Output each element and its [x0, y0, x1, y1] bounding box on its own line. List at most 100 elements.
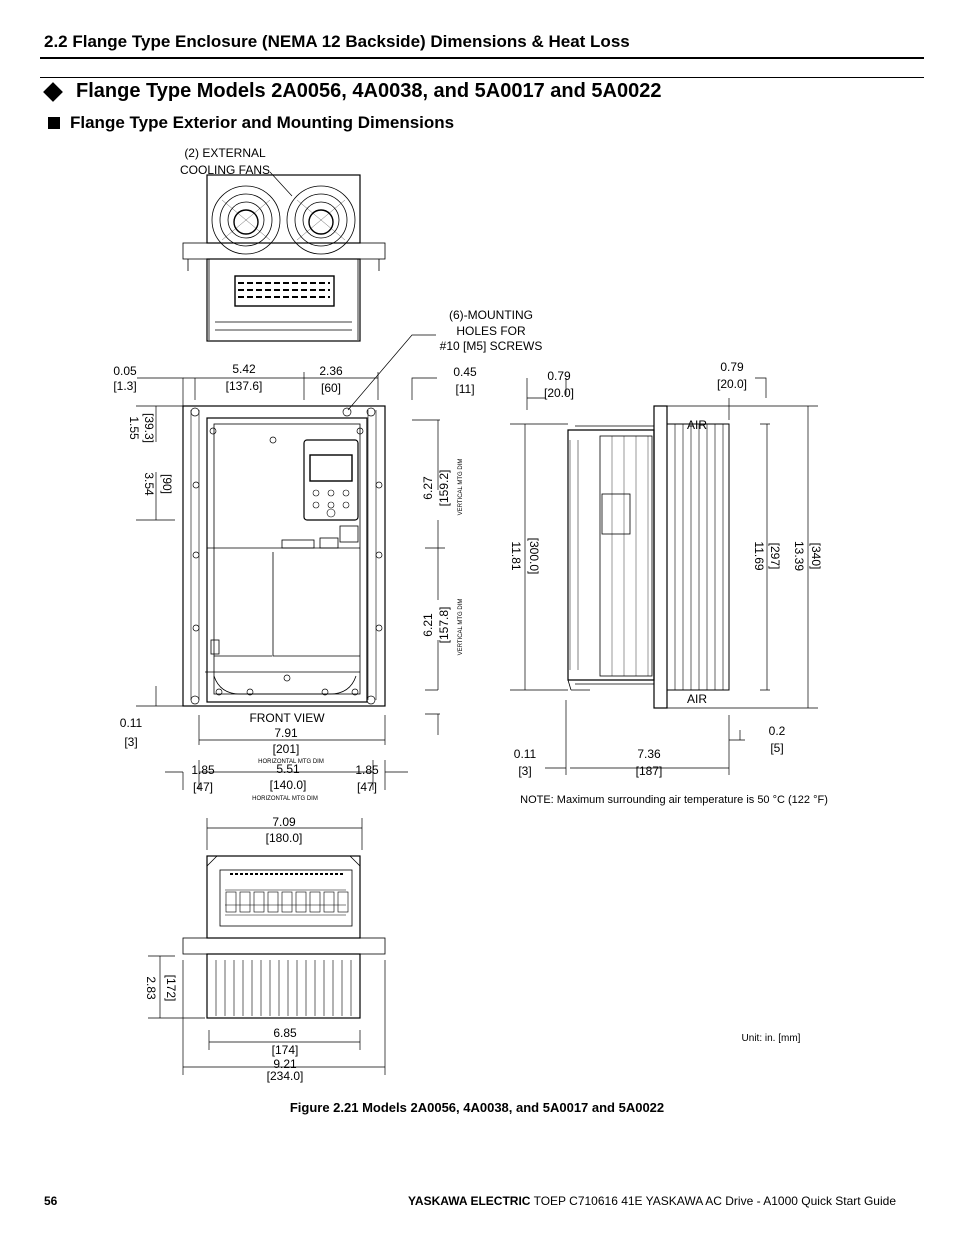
horiz-mtg-label-1: HORIZONTAL MTG DIM: [258, 759, 324, 765]
dim-0-11-mm: [3]: [124, 735, 137, 749]
dim-7-91-mm: [201]: [273, 742, 300, 756]
dim-5-42: 5.42: [232, 362, 256, 376]
fans-label-2: COOLING FANS: [180, 163, 270, 177]
page-number: 56: [44, 1194, 58, 1208]
header-rule: [40, 57, 924, 59]
keypad: [303, 439, 359, 521]
dim-7-36: 7.36: [637, 747, 661, 761]
dim-9-21-mm: [234.0]: [267, 1069, 304, 1083]
dim-0-05-mm: [1.3]: [113, 379, 136, 393]
holes-label-3: #10 [M5] SCREWS: [440, 339, 543, 353]
flange-bottom: [182, 937, 386, 955]
dim-5-51-mm: [140.0]: [270, 778, 307, 792]
section-title: 2.2 Flange Type Enclosure (NEMA 12 Backs…: [44, 32, 630, 51]
dim-2-36: 2.36: [319, 364, 343, 378]
dim-2-36-mm: [60]: [321, 381, 341, 395]
fan-left: [211, 185, 281, 255]
fan-right: [286, 185, 356, 255]
dim-0-79-left: 0.79: [547, 369, 571, 383]
figure-caption: Figure 2.21 Models 2A0056, 4A0038, and 5…: [289, 1100, 665, 1115]
temperature-note: NOTE: Maximum surrounding air temperatur…: [520, 794, 828, 806]
dim-2-83: 2.83: [144, 976, 158, 1000]
side-flange: [653, 405, 668, 709]
bottom-view: [182, 855, 386, 1019]
flange-plate: [182, 405, 386, 707]
dim-11-69-mm: [297]: [768, 543, 782, 570]
front-dimension-lines: [136, 372, 445, 790]
dim-6-21: 6.21: [421, 613, 435, 637]
dim-11-81-mm: [300.0]: [527, 538, 541, 575]
dim-1-85-left-mm: [47]: [193, 780, 213, 794]
dim-0-79-right: 0.79: [720, 360, 744, 374]
dim-5-42-mm: [137.6]: [226, 379, 263, 393]
dim-6-27: 6.27: [421, 476, 435, 500]
dim-0-11-side: 0.11: [514, 747, 537, 761]
vert-mtg-label-2: VERTICAL MTG DIM: [458, 599, 464, 656]
heatsink-bottom: [206, 953, 361, 1019]
vert-mtg-label-1: VERTICAL MTG DIM: [458, 459, 464, 516]
square-bullet-icon: [48, 117, 60, 129]
horiz-mtg-label-2: HORIZONTAL MTG DIM: [252, 796, 318, 802]
dim-1-85-left: 1.85: [191, 763, 215, 777]
front-view-label: FRONT VIEW: [249, 711, 325, 725]
side-body: [567, 429, 655, 681]
holes-label-1: (6)-MOUNTING: [449, 308, 533, 322]
air-bottom-label: AIR: [687, 692, 707, 706]
model-heading-text: Flange Type Models 2A0056, 4A0038, and 5…: [76, 80, 662, 102]
unit-label: Unit: in. [mm]: [742, 1033, 801, 1044]
fan-housing: [206, 174, 361, 244]
dim-0-2-mm: [5]: [770, 741, 783, 755]
side-dimension-lines: [510, 377, 818, 775]
dim-0-79-right-mm: [20.0]: [717, 377, 747, 391]
header-rule-thin: [40, 77, 924, 78]
mounting-screws: [190, 407, 383, 705]
dim-9-21: 9.21: [273, 1057, 297, 1071]
front-view: [182, 334, 436, 707]
drive-body-top: [206, 258, 361, 342]
dim-0-45-mm: [11]: [455, 382, 474, 396]
dim-7-09-mm: [180.0]: [266, 831, 303, 845]
footer-brand: YASKAWA ELECTRIC: [408, 1194, 531, 1208]
keypad-display: [309, 454, 353, 482]
dim-2-83-mm: [172]: [164, 975, 178, 1002]
dim-1-85-right: 1.85: [355, 763, 379, 777]
dim-6-27-mm: [159.2]: [437, 470, 451, 507]
top-view: [182, 171, 386, 342]
dim-0-05: 0.05: [113, 364, 137, 378]
dim-1-85-right-mm: [47]: [357, 780, 377, 794]
footer-doc-title: TOEP C710616 41E YASKAWA AC Drive - A100…: [530, 1194, 896, 1208]
dim-7-91: 7.91: [274, 726, 298, 740]
flange-top: [182, 242, 386, 260]
side-view: [567, 405, 730, 709]
dim-11-81: 11.81: [509, 541, 523, 570]
dim-6-21-mm: [157.8]: [437, 607, 451, 644]
dim-0-2: 0.2: [769, 724, 786, 738]
dim-13-39: 13.39: [792, 541, 806, 571]
dimensions-subheading-text: Flange Type Exterior and Mounting Dimens…: [70, 113, 455, 132]
dim-0-79-left-mm: [20.0]: [544, 386, 574, 400]
dim-0-11-side-mm: [3]: [518, 764, 531, 778]
dim-13-39-mm: [340]: [809, 543, 823, 570]
bottom-dimension-lines: [148, 818, 386, 1075]
dim-11-69: 11.69: [752, 541, 766, 570]
model-heading: Flange Type Models 2A0056, 4A0038, and 5…: [43, 80, 662, 103]
dim-3-54: 3.54: [142, 472, 156, 496]
dim-3-54-mm: [90]: [160, 474, 174, 494]
dim-1-55-mm: [39.3]: [142, 413, 156, 443]
dim-0-11: 0.11: [120, 716, 143, 730]
dim-7-09: 7.09: [272, 815, 296, 829]
dim-6-85: 6.85: [273, 1026, 297, 1040]
heatsink: [666, 423, 730, 691]
drive-front: [206, 417, 368, 703]
dim-1-55: 1.55: [127, 416, 141, 440]
dimensions-subheading: Flange Type Exterior and Mounting Dimens…: [48, 113, 454, 133]
holes-label-2: HOLES FOR: [456, 324, 526, 338]
dim-0-45: 0.45: [453, 365, 477, 379]
footer-doc-info: YASKAWA ELECTRIC TOEP C710616 41E YASKAW…: [408, 1194, 896, 1208]
dim-7-36-mm: [187]: [636, 764, 663, 778]
dim-6-85-mm: [174]: [272, 1043, 299, 1057]
fans-label-1: (2) EXTERNAL: [184, 146, 266, 160]
dim-5-51: 5.51: [276, 762, 300, 776]
air-top-label: AIR: [687, 418, 707, 432]
